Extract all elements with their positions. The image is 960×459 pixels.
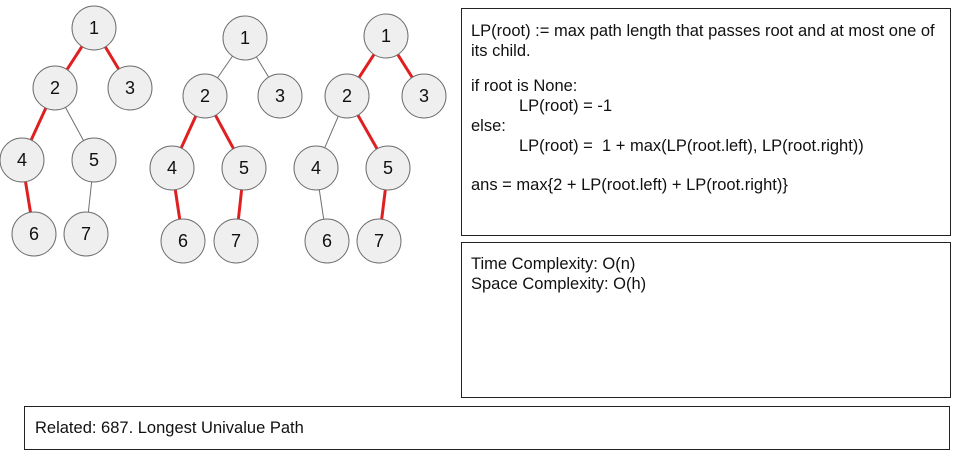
tree-3-node-2: 2 <box>324 73 370 119</box>
tree-3-edge-1-2-highlighted <box>357 53 376 79</box>
node-label: 7 <box>81 224 91 244</box>
tree-1-node-3: 3 <box>107 65 153 111</box>
node-label: 3 <box>125 78 135 98</box>
tree-1-node-2: 2 <box>32 65 78 111</box>
definition-line-5: LP(root) = 1 + max(LP(root.left), LP(roo… <box>519 137 864 155</box>
node-label: 3 <box>275 86 285 106</box>
tree-2-node-7: 7 <box>213 218 259 264</box>
node-label: 5 <box>89 150 99 170</box>
tree-3-node-6: 6 <box>304 218 350 264</box>
definition-box: LP(root) := max path length that passes … <box>461 8 951 236</box>
binary-trees-diagram: 1 2 3 4 5 6 7 1 2 3 4 5 6 7 1 2 3 4 5 6 7 <box>0 5 447 264</box>
definition-line-4: else: <box>471 117 506 135</box>
tree-1: 1 2 3 4 5 6 7 <box>0 5 153 257</box>
tree-3-node-1: 1 <box>363 13 409 59</box>
tree-2-node-2: 2 <box>182 73 228 119</box>
node-label: 2 <box>200 86 210 106</box>
time-complexity: Time Complexity: O(n) <box>471 255 636 273</box>
tree-2-edge-1-3 <box>255 56 270 78</box>
definition-line-1: LP(root) := max path length that passes … <box>471 22 935 60</box>
node-label: 4 <box>17 150 27 170</box>
node-label: 7 <box>374 231 384 251</box>
tree-1-edge-4-6-highlighted <box>24 181 32 213</box>
tree-3-edge-2-4 <box>324 116 339 148</box>
tree-3: 1 2 3 4 5 6 7 <box>293 13 447 264</box>
tree-1-node-1: 1 <box>71 5 117 51</box>
tree-1-node-6: 6 <box>11 211 57 257</box>
tree-3-node-5: 5 <box>365 145 411 191</box>
node-label: 6 <box>178 231 188 251</box>
tree-3-node-3: 3 <box>401 73 447 119</box>
node-label: 4 <box>311 158 321 178</box>
tree-1-node-4: 4 <box>0 137 45 183</box>
node-label: 6 <box>29 224 39 244</box>
tree-2-edge-5-7-highlighted <box>236 189 244 220</box>
node-label: 6 <box>322 231 332 251</box>
definition-line-6: ans = max{2 + LP(root.left) + LP(root.ri… <box>471 176 788 194</box>
node-label: 7 <box>231 231 241 251</box>
tree-1-edge-2-5 <box>65 107 84 141</box>
node-label: 2 <box>342 86 352 106</box>
tree-3-edge-4-6 <box>318 189 325 220</box>
tree-3-node-4: 4 <box>293 145 339 191</box>
tree-3-edge-1-3-highlighted <box>396 53 414 79</box>
node-label: 3 <box>419 86 429 106</box>
node-label: 4 <box>167 158 177 178</box>
complexity-box: Time Complexity: O(n) Space Complexity: … <box>461 242 951 398</box>
definition-line-2: if root is None: <box>471 77 578 95</box>
definition-line-3: LP(root) = -1 <box>519 97 613 115</box>
tree-1-node-7: 7 <box>63 211 109 257</box>
tree-1-edge-5-7 <box>87 181 93 213</box>
tree-1-node-5: 5 <box>71 137 117 183</box>
tree-3-edge-5-7-highlighted <box>380 189 387 220</box>
tree-2-edge-1-2 <box>217 55 233 79</box>
tree-2-node-3: 3 <box>257 73 303 119</box>
tree-1-edge-1-2-highlighted <box>65 45 84 71</box>
node-label: 1 <box>89 18 99 38</box>
tree-2: 1 2 3 4 5 6 7 <box>149 15 303 264</box>
tree-3-edge-2-5-highlighted <box>356 114 379 150</box>
related-text: Related: 687. Longest Univalue Path <box>35 419 304 437</box>
space-complexity: Space Complexity: O(h) <box>471 275 647 293</box>
tree-2-node-1: 1 <box>222 15 268 61</box>
node-label: 5 <box>383 158 393 178</box>
tree-2-edge-2-4-highlighted <box>179 115 198 149</box>
tree-2-node-4: 4 <box>149 145 195 191</box>
tree-2-node-5: 5 <box>221 145 267 191</box>
node-label: 1 <box>381 26 391 46</box>
tree-1-edge-2-4-highlighted <box>29 107 48 141</box>
tree-2-edge-4-6-highlighted <box>173 189 182 220</box>
node-label: 1 <box>240 28 250 48</box>
tree-3-node-7: 7 <box>356 218 402 264</box>
node-label: 5 <box>239 158 249 178</box>
node-label: 2 <box>50 78 60 98</box>
tree-2-node-6: 6 <box>160 218 206 264</box>
related-box: Related: 687. Longest Univalue Path <box>24 406 950 450</box>
tree-2-edge-2-5-highlighted <box>214 114 235 150</box>
tree-1-edge-1-3-highlighted <box>104 46 120 70</box>
